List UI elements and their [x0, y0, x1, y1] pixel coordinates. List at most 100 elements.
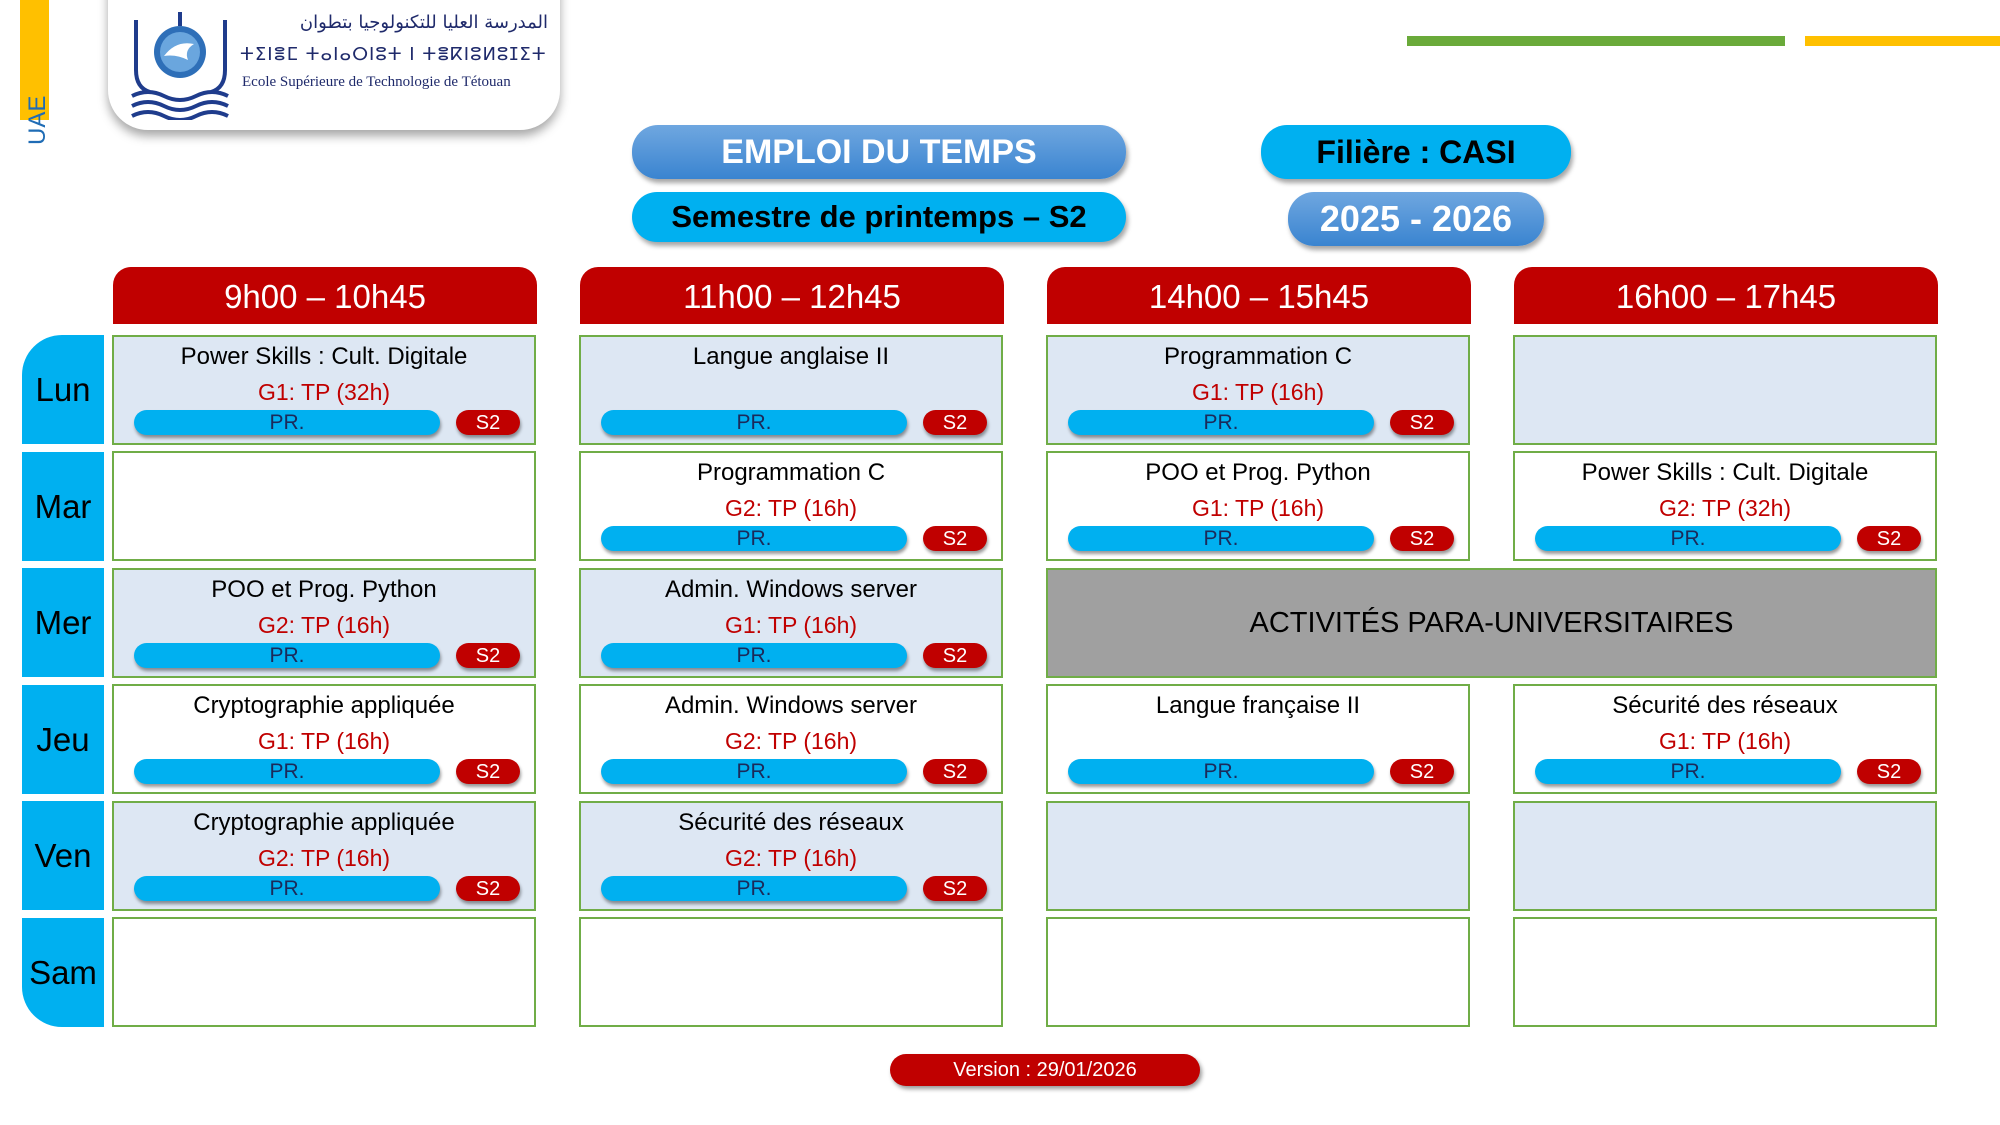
session-cell-mar-3[interactable]: POO et Prog. Python G1: TP (16h) PR. S2	[1046, 451, 1470, 561]
slot-header-4: 16h00 – 17h45	[1514, 267, 1938, 324]
course-name: Langue française II	[1155, 692, 1361, 719]
day-label-mar: Mar	[22, 452, 104, 561]
logo-arabic-name: المدرسة العليا للتكنولوجيا بتطوان	[299, 12, 548, 33]
professor-badge: PR.	[134, 876, 440, 901]
course-name: POO et Prog. Python	[211, 576, 437, 603]
course-name: Cryptographie appliquée	[193, 809, 455, 836]
decor-stripe-green	[1407, 36, 1785, 46]
semester-badge: S2	[1390, 526, 1454, 551]
school-emblem-icon	[131, 12, 229, 120]
professor-badge: PR.	[1535, 759, 1841, 784]
academic-year-label: 2025 - 2026	[1288, 192, 1544, 246]
professor-badge: PR.	[601, 526, 907, 551]
slot-header-2: 11h00 – 12h45	[580, 267, 1004, 324]
day-column: Lun Mar Mer Jeu Ven Sam	[22, 335, 104, 1027]
course-name: Sécurité des réseaux	[678, 809, 904, 836]
group-label: G1: TP (16h)	[724, 612, 858, 638]
semester-label: Semestre de printemps – S2	[632, 192, 1126, 242]
day-label-jeu: Jeu	[22, 685, 104, 794]
decor-stripe-yellow	[1805, 36, 2000, 46]
empty-cell-ven-4	[1513, 801, 1937, 911]
professor-badge: PR.	[134, 410, 440, 435]
session-cell-ven-1[interactable]: Cryptographie appliquée G2: TP (16h) PR.…	[112, 801, 536, 911]
course-name: Sécurité des réseaux	[1612, 692, 1838, 719]
session-cell-mar-4[interactable]: Power Skills : Cult. Digitale G2: TP (32…	[1513, 451, 1937, 561]
day-label-sam: Sam	[22, 918, 104, 1027]
semester-badge: S2	[923, 759, 987, 784]
session-cell-mar-2[interactable]: Programmation C G2: TP (16h) PR. S2	[579, 451, 1003, 561]
group-label: G2: TP (16h)	[724, 845, 858, 871]
course-name: POO et Prog. Python	[1145, 459, 1371, 486]
activity-cell-mer[interactable]: ACTIVITÉS PARA-UNIVERSITAIRES	[1046, 568, 1937, 678]
course-name: Langue anglaise II	[692, 343, 890, 370]
professor-badge: PR.	[601, 759, 907, 784]
session-cell-jeu-2[interactable]: Admin. Windows server G2: TP (16h) PR. S…	[579, 684, 1003, 794]
group-label: G2: TP (16h)	[257, 845, 391, 871]
session-cell-jeu-4[interactable]: Sécurité des réseaux G1: TP (16h) PR. S2	[1513, 684, 1937, 794]
empty-cell-sam-1	[112, 917, 536, 1027]
empty-cell-ven-3	[1046, 801, 1470, 911]
slot-header-3: 14h00 – 15h45	[1047, 267, 1471, 324]
professor-badge: PR.	[601, 876, 907, 901]
filiere-label: Filière : CASI	[1261, 125, 1571, 179]
course-name: Power Skills : Cult. Digitale	[180, 343, 468, 370]
course-name: Programmation C	[1163, 343, 1353, 370]
course-name: Admin. Windows server	[664, 692, 918, 719]
logo-french-name: Ecole Supérieure de Technologie de Tétou…	[242, 74, 511, 90]
accent-bar-yellow	[20, 0, 49, 120]
semester-badge: S2	[1390, 410, 1454, 435]
professor-badge: PR.	[601, 643, 907, 668]
empty-cell-mar-1	[112, 451, 536, 561]
semester-badge: S2	[1390, 759, 1454, 784]
empty-cell-lun-4	[1513, 335, 1937, 445]
group-label: G1: TP (16h)	[1191, 379, 1325, 405]
group-label: G1: TP (16h)	[1658, 728, 1792, 754]
semester-badge: S2	[923, 876, 987, 901]
course-name: Cryptographie appliquée	[193, 692, 455, 719]
semester-badge: S2	[923, 526, 987, 551]
logo-tifinagh-name: ⵜⵉⵏⴻⵎ ⵜⴰⵏⴰⵔⵏⵓⵜ ⵏ ⵜⴻⴽⵏⵓⵍⵓⵊⵉⵜ	[240, 44, 547, 65]
session-cell-mer-1[interactable]: POO et Prog. Python G2: TP (16h) PR. S2	[112, 568, 536, 678]
page-title: EMPLOI DU TEMPS	[632, 125, 1126, 179]
session-cell-ven-2[interactable]: Sécurité des réseaux G2: TP (16h) PR. S2	[579, 801, 1003, 911]
empty-cell-sam-2	[579, 917, 1003, 1027]
professor-badge: PR.	[1068, 526, 1374, 551]
course-name: Admin. Windows server	[664, 576, 918, 603]
session-cell-mer-2[interactable]: Admin. Windows server G1: TP (16h) PR. S…	[579, 568, 1003, 678]
version-badge: Version : 29/01/2026	[890, 1054, 1200, 1086]
semester-badge: S2	[456, 643, 520, 668]
professor-badge: PR.	[601, 410, 907, 435]
empty-cell-sam-3	[1046, 917, 1470, 1027]
session-cell-lun-3[interactable]: Programmation C G1: TP (16h) PR. S2	[1046, 335, 1470, 445]
semester-badge: S2	[923, 410, 987, 435]
session-cell-lun-2[interactable]: Langue anglaise II PR. S2	[579, 335, 1003, 445]
group-label: G2: TP (32h)	[1658, 495, 1792, 521]
slot-header-1: 9h00 – 10h45	[113, 267, 537, 324]
group-label: G1: TP (16h)	[1191, 495, 1325, 521]
session-cell-jeu-3[interactable]: Langue française II PR. S2	[1046, 684, 1470, 794]
day-label-mer: Mer	[22, 568, 104, 677]
group-label: G2: TP (16h)	[724, 495, 858, 521]
semester-badge: S2	[456, 759, 520, 784]
semester-badge: S2	[456, 876, 520, 901]
empty-cell-sam-4	[1513, 917, 1937, 1027]
day-label-ven: Ven	[22, 801, 104, 910]
professor-badge: PR.	[1068, 410, 1374, 435]
course-name: Programmation C	[696, 459, 886, 486]
group-label: G2: TP (16h)	[724, 728, 858, 754]
professor-badge: PR.	[1068, 759, 1374, 784]
day-label-lun: Lun	[22, 335, 104, 444]
group-label: G1: TP (32h)	[257, 379, 391, 405]
professor-badge: PR.	[1535, 526, 1841, 551]
group-label: G1: TP (16h)	[257, 728, 391, 754]
session-cell-lun-1[interactable]: Power Skills : Cult. Digitale G1: TP (32…	[112, 335, 536, 445]
uae-label: UAE	[24, 95, 51, 145]
session-cell-jeu-1[interactable]: Cryptographie appliquée G1: TP (16h) PR.…	[112, 684, 536, 794]
professor-badge: PR.	[134, 643, 440, 668]
semester-badge: S2	[456, 410, 520, 435]
semester-badge: S2	[1857, 526, 1921, 551]
semester-badge: S2	[923, 643, 987, 668]
group-label: G2: TP (16h)	[257, 612, 391, 638]
professor-badge: PR.	[134, 759, 440, 784]
semester-badge: S2	[1857, 759, 1921, 784]
